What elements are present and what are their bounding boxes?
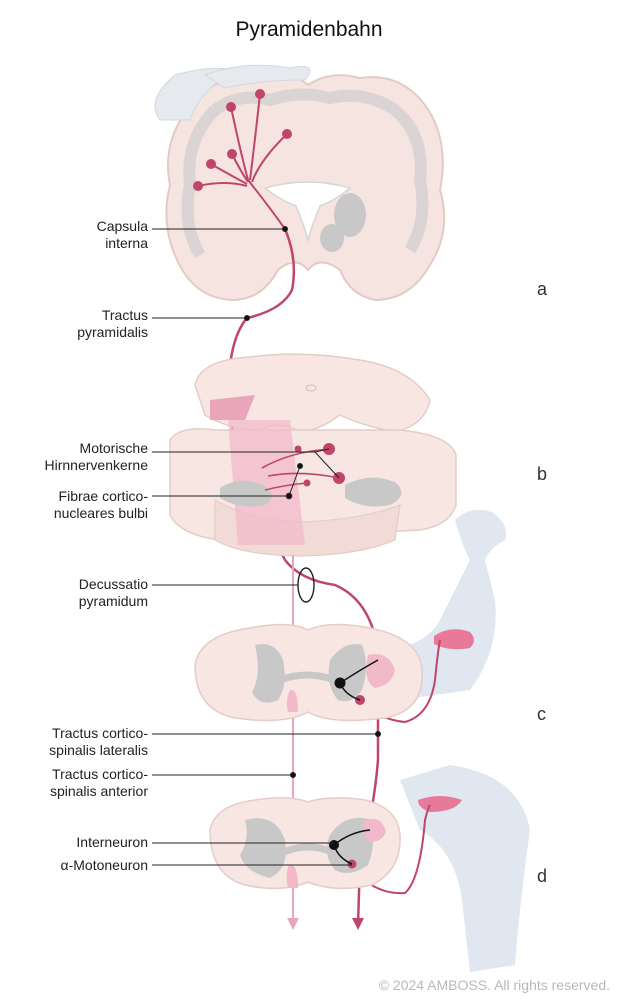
decussation-ring (297, 567, 315, 603)
grey-matter-left-d (240, 818, 286, 878)
label-tractus-anterior: Tractus cortico-spinalis anterior (49, 766, 148, 799)
grey-commissure-d (282, 843, 334, 856)
synapse-path-d (333, 829, 371, 865)
label-tractus-lateralis: Tractus cortico-spinalis lateralis (49, 725, 148, 758)
corticospinal-fibers (197, 93, 288, 230)
diagram-title: Pyramidenbahn (235, 18, 383, 41)
leg-nerve (357, 804, 431, 895)
grey-commissure-c (278, 671, 336, 684)
corticonuclear-fibers (261, 448, 340, 491)
cervical-spinal-cord (194, 623, 423, 722)
grey-cortex-band (211, 88, 429, 254)
grey-matter-left-c (252, 644, 285, 703)
biceps-muscle (434, 629, 474, 650)
synapse-path-c (339, 659, 379, 701)
ventricle (263, 181, 352, 243)
leg-illustration (357, 765, 530, 972)
brainstem-section (169, 353, 457, 557)
leg-shape (400, 765, 530, 972)
brain-coronal-section (154, 64, 446, 302)
section-letter-a: a (537, 279, 548, 299)
copyright-notice: © 2024 AMBOSS. All rights reserved. (378, 977, 610, 993)
pyramid-left (210, 395, 255, 420)
thalamus-right (320, 224, 344, 252)
gyri-top (203, 64, 311, 89)
anterior-tract-arrowhead (287, 918, 299, 930)
pyramid-column (228, 420, 305, 545)
label-alpha-motoneuron: α-Motoneuron (60, 857, 148, 873)
section-letter-c: c (537, 704, 546, 724)
olive-right (345, 477, 402, 507)
anterior-tract-zone-d (286, 864, 298, 888)
grey-cortex-band-left (181, 105, 220, 259)
section-letter-b: b (537, 464, 548, 484)
arm-shape (395, 509, 507, 700)
nucleus-dot (294, 445, 302, 453)
label-fibrae-corticonucleares: Fibrae cortico-nucleares bulbi (53, 488, 148, 521)
label-interneuron: Interneuron (76, 834, 148, 850)
section-letter-d: d (537, 866, 548, 886)
olive-left (220, 480, 272, 507)
anterior-tract-zone-c (286, 689, 298, 712)
leader-lines (152, 226, 381, 866)
basal-ganglia-right (334, 193, 366, 237)
lateral-tract-arrowhead (352, 918, 364, 930)
pons-canal (305, 384, 317, 392)
lateral-tract-zone-d (363, 818, 386, 842)
